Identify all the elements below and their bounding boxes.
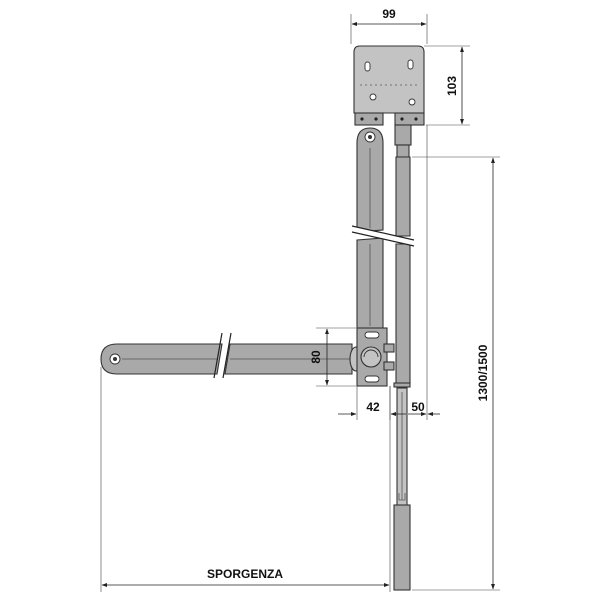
- dimension-label-99: 99: [382, 7, 396, 21]
- dimension-arm-height: 80: [309, 327, 356, 387]
- plate-bracket-right: [394, 112, 425, 126]
- dimension-width-top: 99: [350, 7, 428, 44]
- folding-arm-vertical: [356, 127, 384, 329]
- dimension-label-80: 80: [309, 350, 323, 364]
- dimension-plate-height: 103: [424, 45, 470, 126]
- plate-hole: [408, 98, 416, 106]
- dimension-label-42: 42: [366, 400, 380, 414]
- dimension-reach: SPORGENZA: [100, 367, 391, 592]
- dimension-offsets: 42 50: [338, 125, 440, 420]
- plate-bracket-left: [354, 112, 384, 126]
- dimension-total-height: 1300/1500: [412, 156, 500, 591]
- break-mark: [213, 332, 232, 379]
- dimension-label-103: 103: [445, 76, 459, 96]
- plate-slot-hole: [407, 59, 414, 70]
- dimension-label-1300-1500: 1300/1500: [476, 344, 490, 401]
- tube-clamp: [394, 124, 412, 146]
- dimension-label-sporgenza: SPORGENZA: [207, 567, 283, 581]
- support-tube: [393, 124, 412, 591]
- plate-hole: [369, 93, 377, 101]
- plate-slot-hole: [364, 61, 371, 72]
- dimension-label-50: 50: [411, 400, 425, 414]
- tube-end-cap: [393, 504, 411, 591]
- folding-arm-horizontal: [100, 343, 363, 375]
- elbow-bracket: [356, 327, 395, 387]
- bracket-slot: [364, 331, 380, 339]
- mounting-plate: [353, 45, 425, 126]
- bracket-slot: [364, 375, 380, 383]
- break-mark: [351, 225, 415, 247]
